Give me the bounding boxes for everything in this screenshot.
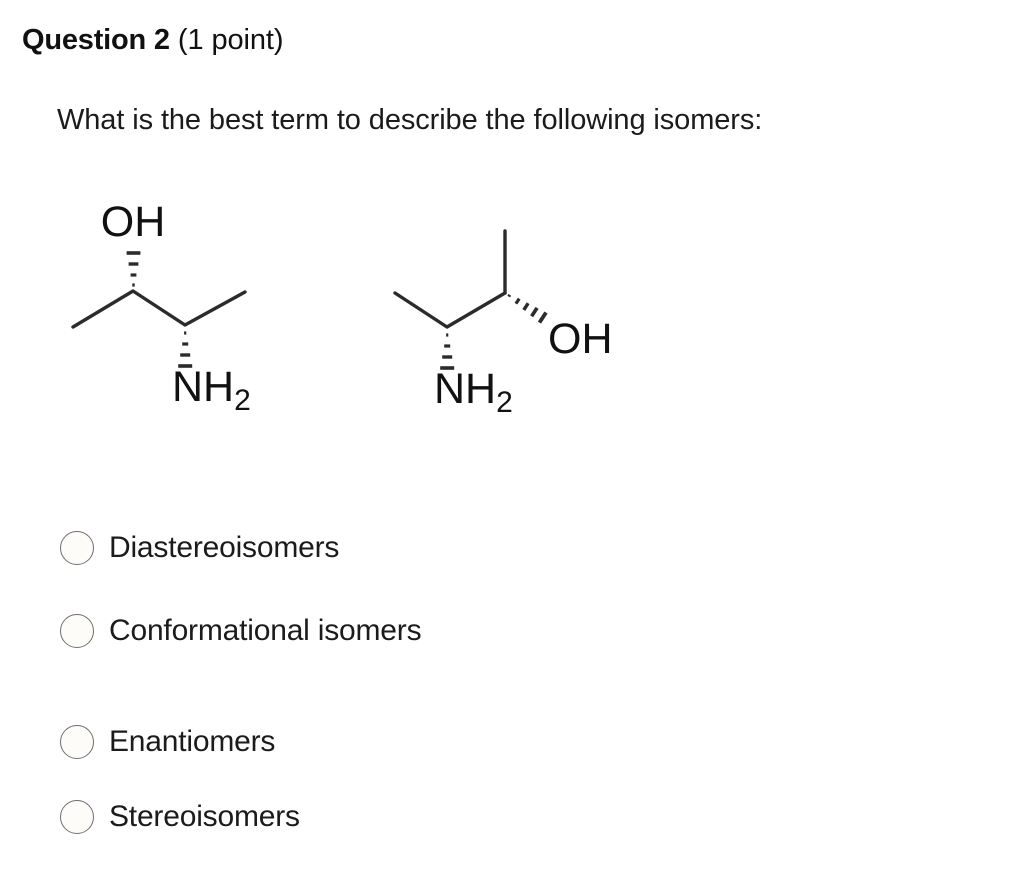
molecule-left-backbone-bonds (71, 289, 247, 329)
option-label-enantiomers[interactable]: Enantiomers (109, 725, 276, 758)
question-header: Question 2 (1 point) (22, 22, 284, 58)
option-row-diastereoisomers[interactable]: Diastereoisomers (60, 528, 339, 568)
molecule-left-hydroxyl-hash-bond (126, 251, 141, 287)
radio-stereoisomers[interactable] (60, 800, 94, 834)
molecule-left-amine-label: NH2 (172, 363, 251, 417)
radio-enantiomers[interactable] (60, 725, 94, 759)
molecule-right-hydroxyl-hash-bond (507, 294, 548, 324)
option-row-conformational-isomers[interactable]: Conformational isomers (60, 611, 422, 651)
question-points-label: (1 point) (177, 24, 284, 56)
radio-conformational-isomers[interactable] (60, 614, 94, 648)
molecule-left-amine-subscript: 2 (234, 384, 251, 417)
molecule-right-hydroxyl-label: OH (548, 315, 613, 363)
option-label-stereoisomers[interactable]: Stereoisomers (109, 800, 300, 833)
radio-diastereoisomers[interactable] (60, 531, 94, 565)
molecule-right-backbone-bonds (393, 291, 507, 329)
molecule-left-hydroxyl-label: OH (101, 198, 166, 246)
question-number-label: Question 2 (22, 24, 170, 56)
option-row-stereoisomers[interactable]: Stereoisomers (60, 797, 300, 837)
molecule-left-skeleton: OH NH2 (71, 198, 251, 417)
question-prompt-text: What is the best term to describe the fo… (57, 104, 763, 136)
option-label-diastereoisomers[interactable]: Diastereoisomers (109, 531, 340, 564)
molecule-right-amine-hash-bond (440, 333, 455, 370)
molecule-right-amine-subscript: 2 (496, 386, 513, 419)
stereoisomer-pair-figure: OH NH2 NH2 (0, 178, 700, 448)
molecule-left-amine-hash-bond (178, 331, 193, 368)
molecule-right-amine-label: NH2 (434, 365, 513, 419)
option-label-conformational-isomers[interactable]: Conformational isomers (109, 614, 422, 647)
molecule-right-skeleton: NH2 OH (393, 229, 613, 419)
option-row-enantiomers[interactable]: Enantiomers (60, 722, 275, 762)
